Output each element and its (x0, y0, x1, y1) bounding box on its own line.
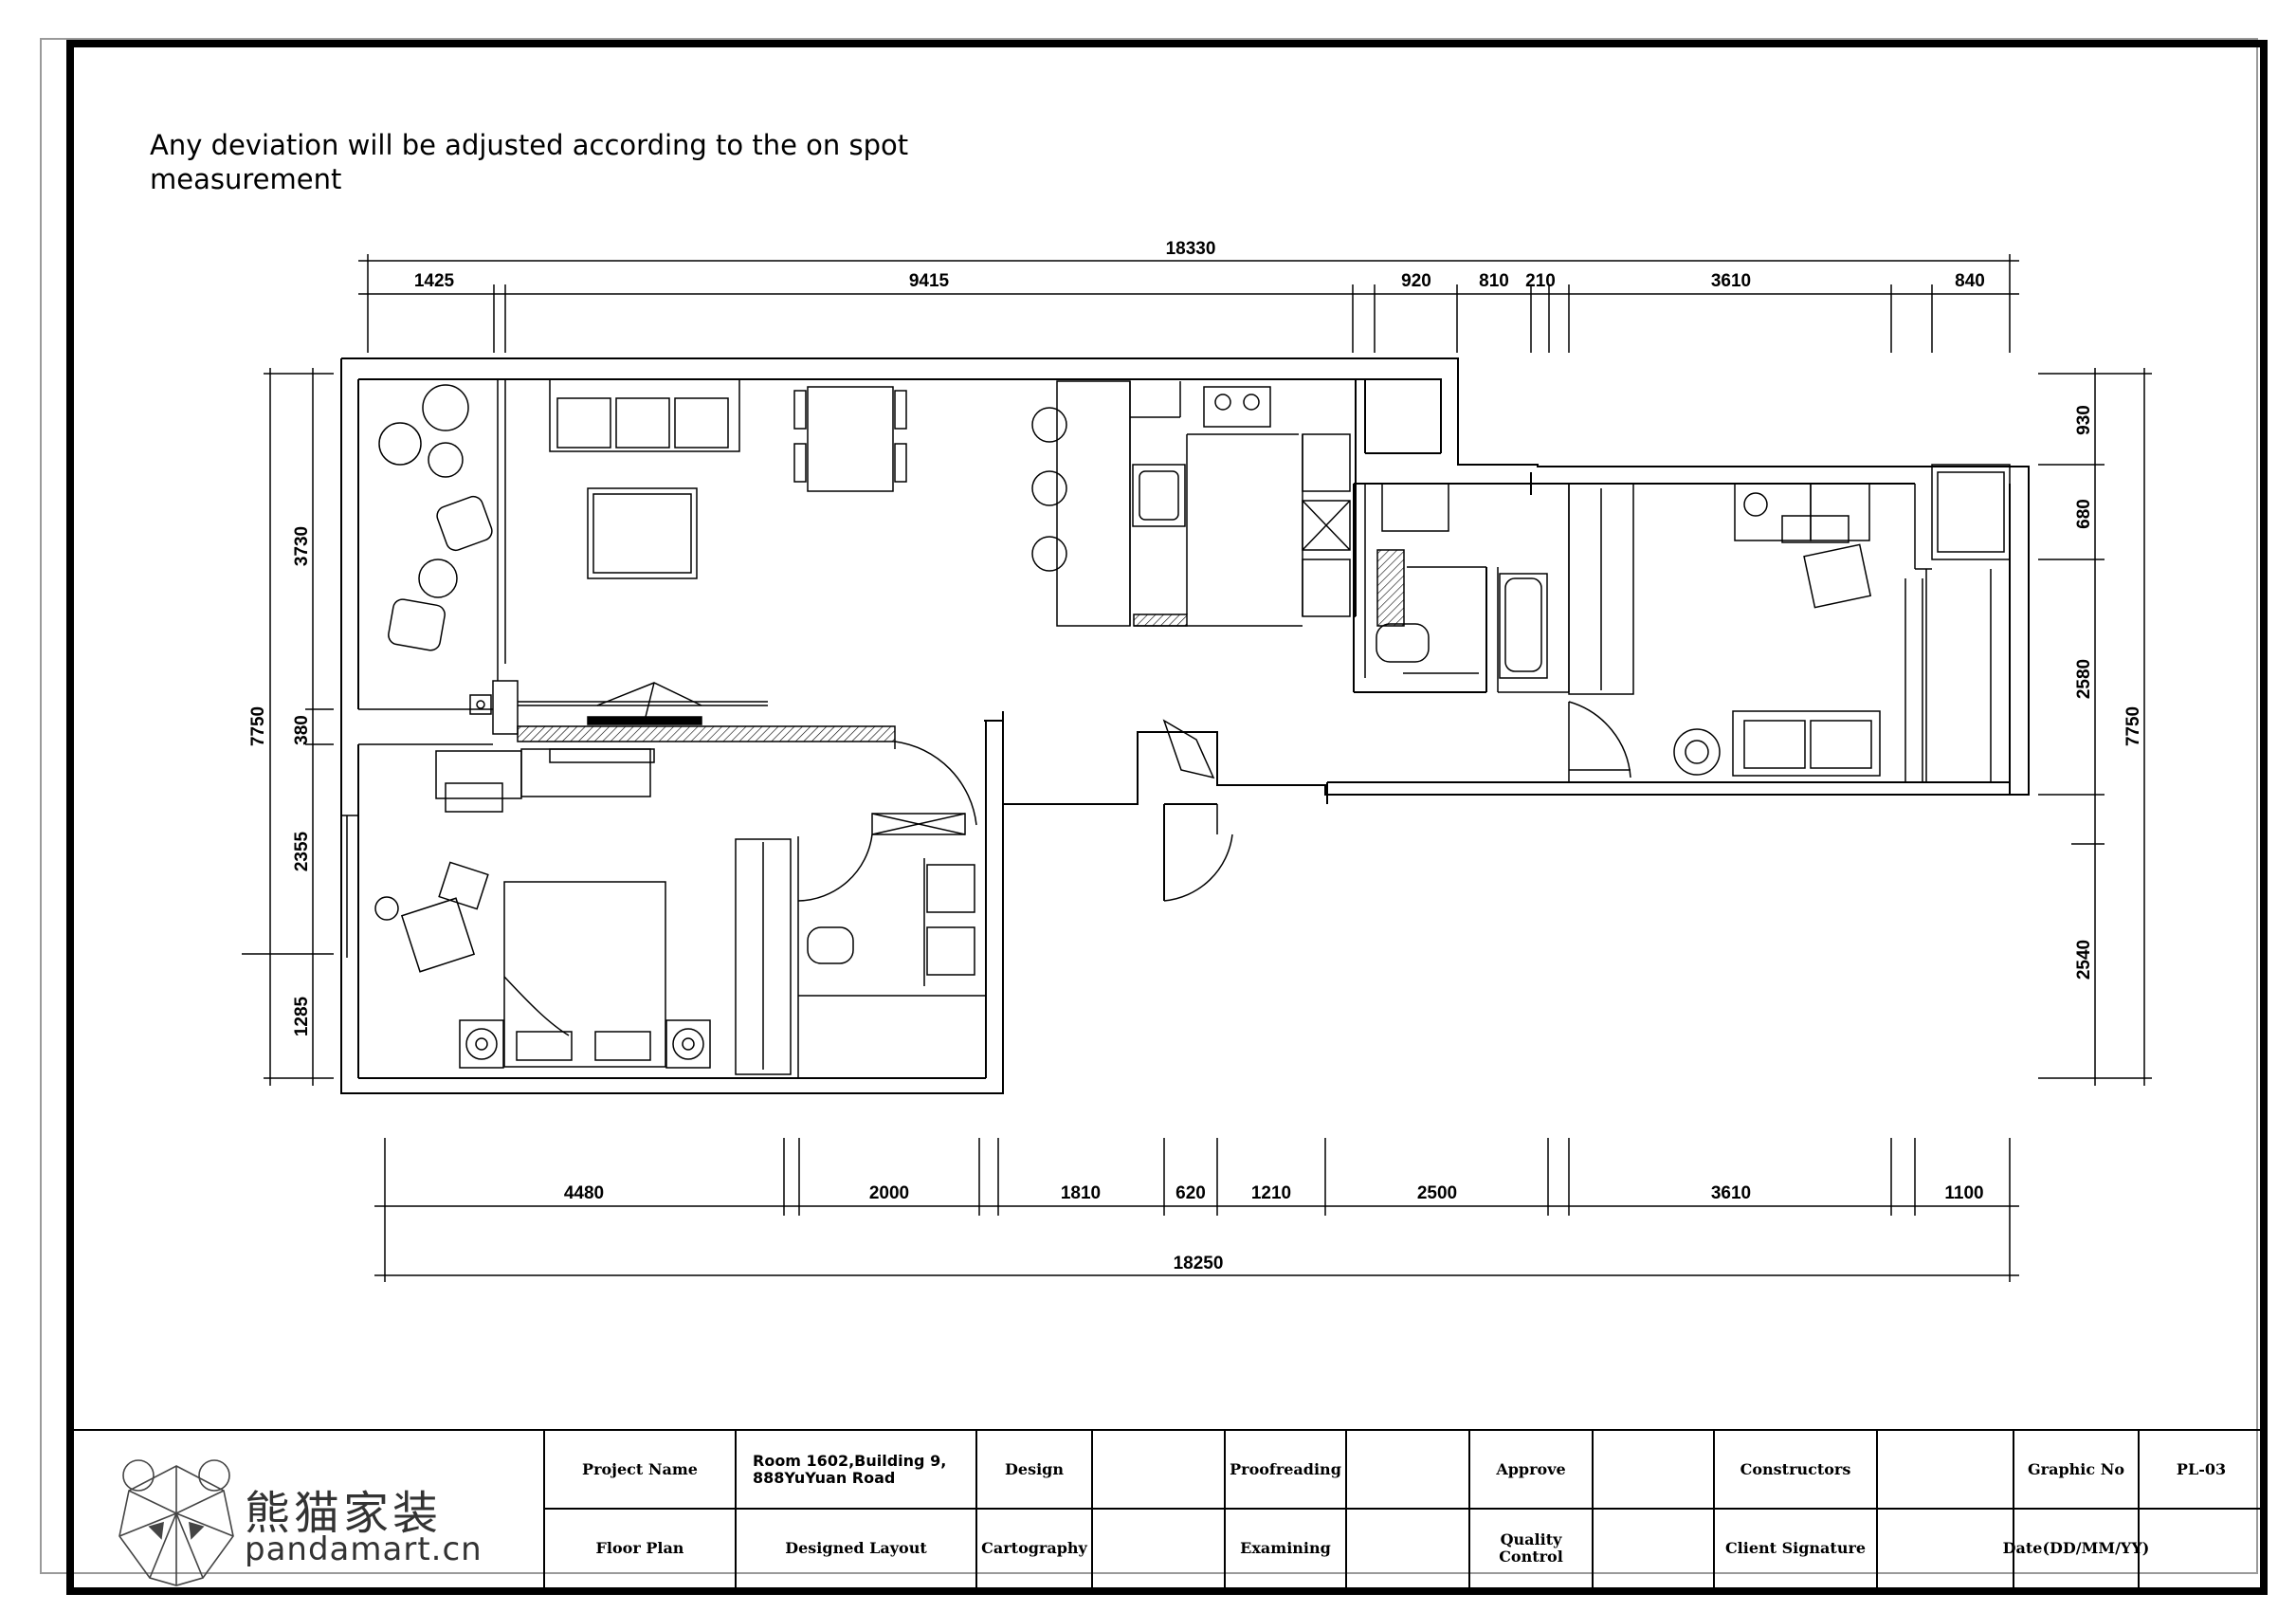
dim-top-5: 210 (1525, 271, 1556, 291)
door-swing-entry (1163, 833, 1233, 902)
dim-top-6: 3610 (1711, 271, 1751, 291)
date-label: Date(DD/MM/YY) (2002, 1539, 2150, 1557)
corridor-plant (1162, 719, 1215, 779)
dining-table (793, 386, 907, 492)
bed (503, 881, 666, 1068)
dim-bottom-2: 2000 (869, 1183, 909, 1203)
dim-right-2: 680 (2074, 499, 2094, 529)
desk (435, 750, 522, 799)
project-name-value: Room 1602,Building 9, 888YuYuan Road (753, 1451, 947, 1487)
dim-top-total: 18330 (1166, 239, 1216, 259)
wardrobe-right (1568, 483, 1634, 695)
dim-top-2: 9415 (909, 271, 950, 291)
dim-bottom-3: 1810 (1061, 1183, 1101, 1203)
title-block-grid (70, 1429, 2264, 1588)
dim-left-4: 1285 (292, 996, 312, 1036)
door-swing-living (894, 741, 977, 826)
outer-border (40, 38, 2258, 1574)
left-dim-ticks (242, 373, 334, 1079)
examining-label: Examining (1240, 1539, 1331, 1557)
balcony-partition (341, 379, 519, 958)
dim-bottom-5: 1210 (1251, 1183, 1291, 1203)
dim-right-3: 2580 (2074, 659, 2094, 699)
approve-label: Approve (1496, 1459, 1566, 1478)
balcony-chairs (388, 495, 493, 651)
kitchen (1129, 381, 1351, 627)
dim-left-1: 3730 (292, 526, 312, 566)
dim-right-4: 2540 (2074, 940, 2094, 980)
graphic-no-value: PL-03 (2176, 1459, 2227, 1478)
top-dim-ticks (367, 254, 2011, 353)
quality-control-label: Quality Control (1499, 1530, 1563, 1566)
dim-right-total: 7750 (2123, 706, 2143, 746)
dim-bottom-7: 3610 (1711, 1183, 1751, 1203)
logo-chinese: 熊猫家装 (245, 1487, 443, 1540)
kitchen-island (1056, 380, 1131, 627)
floor-plan-value: Designed Layout (785, 1539, 927, 1557)
bathroom-upper (1364, 483, 1570, 693)
tv-cabinet (549, 748, 655, 763)
floor-plan-label: Floor Plan (595, 1539, 684, 1557)
lounge-chair (374, 861, 489, 973)
client-signature-label: Client Signature (1724, 1539, 1867, 1557)
dim-right-1: 930 (2074, 405, 2094, 435)
partition-wall (517, 725, 896, 742)
sofa (549, 378, 740, 452)
dim-bottom-8: 1100 (1944, 1183, 1983, 1203)
dim-bottom-1: 4480 (564, 1183, 604, 1203)
logo-english: pandamart.cn (245, 1530, 483, 1568)
dim-left-2: 380 (292, 715, 312, 745)
cartography-label: Cartography (981, 1539, 1087, 1557)
constructors-label: Constructors (1740, 1459, 1851, 1478)
nightstands (459, 1019, 711, 1069)
right-bedroom (1673, 464, 2011, 782)
dim-top-7: 840 (1955, 271, 1985, 291)
dim-top-3: 920 (1401, 271, 1431, 291)
deviation-note: Any deviation will be adjusted according… (150, 129, 909, 195)
panda-logo-icon (118, 1459, 234, 1586)
graphic-no-label: Graphic No (2028, 1459, 2124, 1478)
dim-left-total: 7750 (248, 706, 268, 746)
dim-bottom-total: 18250 (1174, 1254, 1224, 1273)
dim-left-3: 2355 (292, 831, 312, 871)
project-name-label: Project Name (582, 1459, 698, 1478)
door-swing-right (1568, 701, 1631, 779)
bathroom-lower (797, 813, 986, 1078)
drawing-border (66, 40, 2268, 1595)
balcony-plants (378, 384, 469, 478)
design-label: Design (1005, 1459, 1064, 1478)
dim-top-1: 1425 (414, 271, 455, 291)
proofreading-label: Proofreading (1230, 1459, 1341, 1478)
dim-bottom-4: 620 (1175, 1183, 1206, 1203)
right-dim-ticks (2038, 373, 2152, 1079)
wardrobe-left (735, 838, 792, 1075)
dim-bottom-6: 2500 (1417, 1183, 1457, 1203)
dim-top-4: 810 (1479, 271, 1509, 291)
bar-stools (1031, 407, 1067, 572)
coffee-table (587, 487, 698, 579)
bottom-dim-ticks (384, 1138, 2011, 1282)
desk-chair (445, 782, 503, 813)
